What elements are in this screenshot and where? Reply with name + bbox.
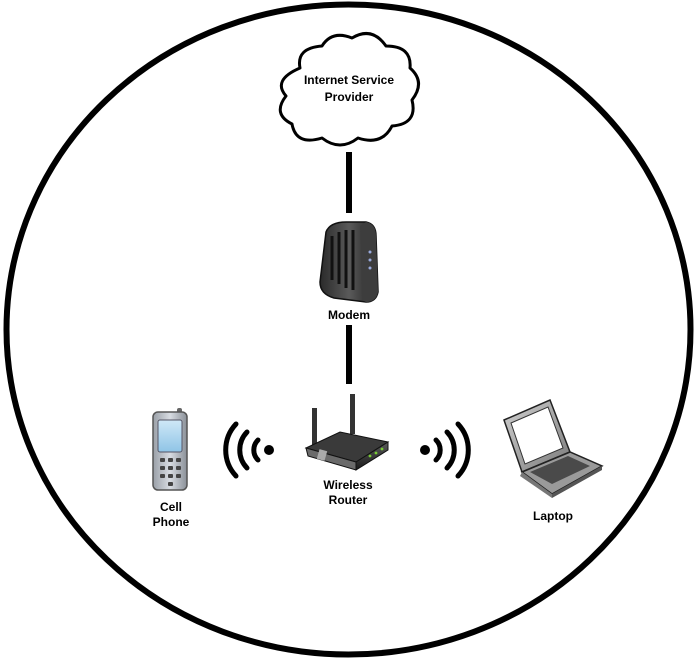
phone-label-line1: Cell <box>160 500 182 514</box>
cloud-icon <box>278 32 420 147</box>
modem-label: Modem <box>328 308 370 322</box>
isp-label-line2: Provider <box>325 90 374 104</box>
isp-label-line1: Internet Service <box>304 73 394 87</box>
router-label-line1: Wireless <box>323 478 373 492</box>
laptop-icon <box>503 399 604 498</box>
wireless-signal-right-icon <box>420 421 471 479</box>
router-icon <box>304 394 390 471</box>
modem-icon <box>319 221 379 303</box>
wireless-signal-left-icon <box>223 421 274 479</box>
cell-phone-icon <box>152 408 188 491</box>
phone-label-line2: Phone <box>153 515 190 529</box>
router-label-line2: Router <box>329 493 368 507</box>
laptop-label: Laptop <box>533 509 573 523</box>
